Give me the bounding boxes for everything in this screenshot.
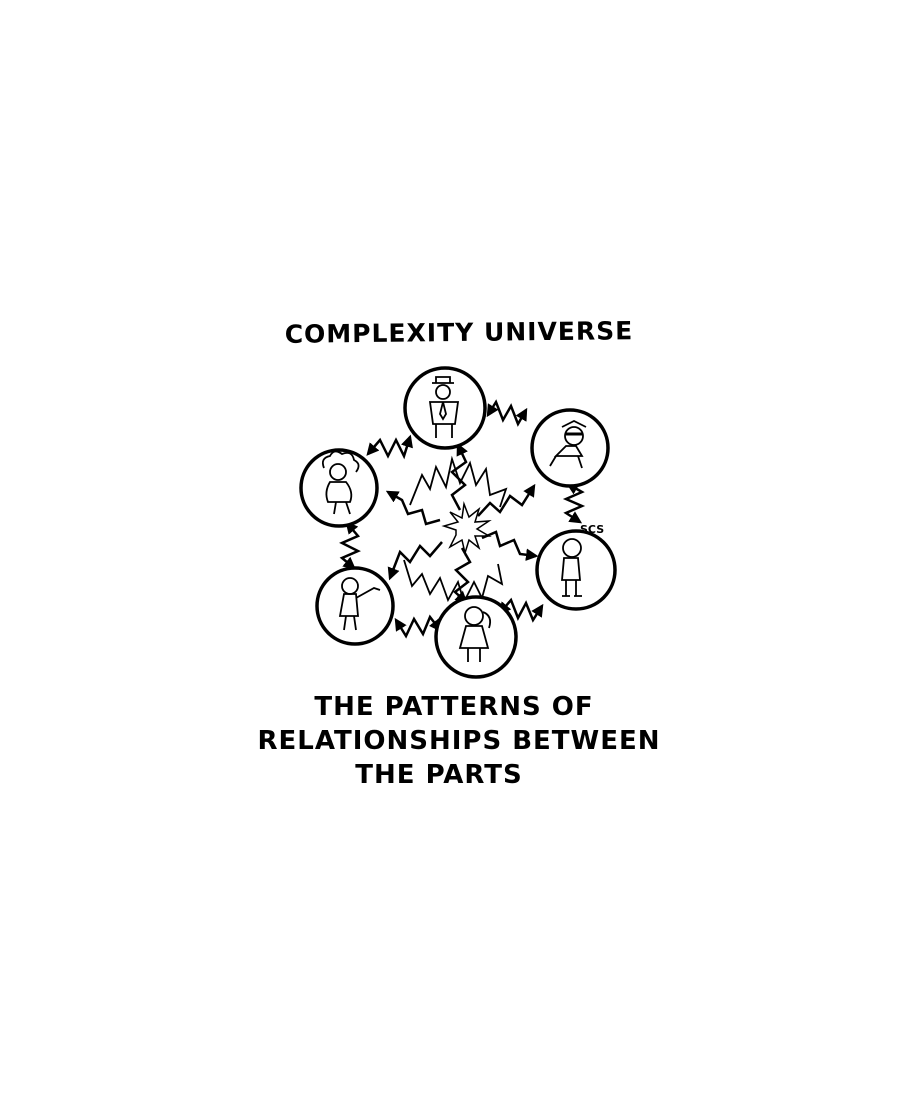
artist-signature: SCS: [580, 523, 604, 536]
connector-left-top: [368, 437, 410, 456]
connector-bottom-bottomleft: [396, 617, 440, 636]
node-left: [301, 450, 377, 526]
spiky-fill: [404, 459, 506, 602]
connector-topright-right: [566, 484, 582, 522]
caption-line-2: RELATIONSHIPS BETWEEN: [0, 724, 918, 758]
arrow-to-right: [482, 532, 536, 556]
diagram-caption: THE PATTERNS OF RELATIONSHIPS BETWEEN TH…: [0, 690, 918, 792]
arrow-to-bottomleft: [390, 542, 442, 578]
node-top-right: [532, 410, 608, 486]
node-right: [537, 531, 615, 609]
connector-bottomleft-left: [342, 523, 358, 568]
caption-line-3: THE PARTS: [0, 758, 918, 792]
node-bottom: [436, 597, 516, 677]
caption-line-1: THE PATTERNS OF: [0, 690, 918, 724]
connector-top-topright: [488, 402, 526, 424]
